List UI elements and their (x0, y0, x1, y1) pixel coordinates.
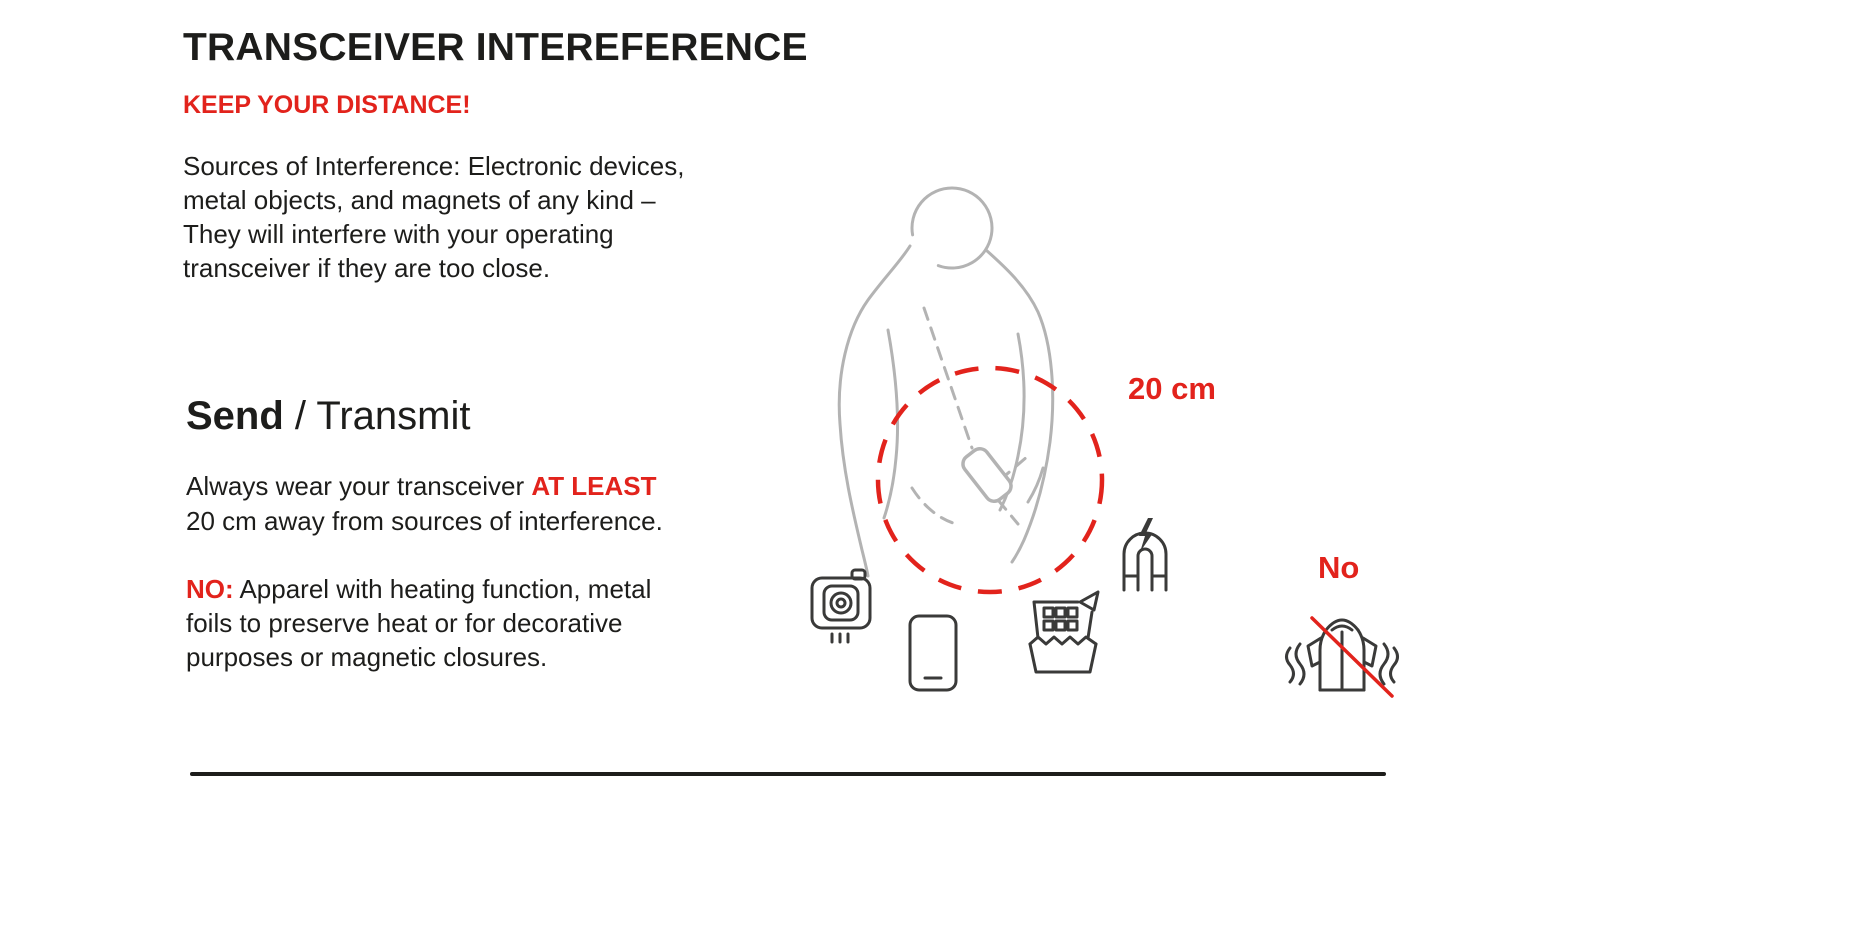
lightning-bolt-icon (1139, 518, 1153, 552)
page-title: TRANSCEIVER INTEREFERENCE (183, 26, 808, 69)
head-outline (910, 186, 994, 270)
action-camera-icon (810, 568, 872, 644)
left-inner-arm (882, 328, 900, 520)
section-heading-light: / Transmit (283, 394, 471, 438)
shake-lines-right (1378, 642, 1390, 686)
instruction-text-post: 20 cm away from sources of interference. (186, 506, 663, 536)
intro-paragraph: Sources of Interference: Electronic devi… (183, 151, 685, 283)
no-warning-paragraph: NO: Apparel with heating function, metal… (186, 572, 651, 674)
no-warning-text: Apparel with heating function, metal foi… (186, 574, 652, 672)
harness-strap (922, 306, 974, 450)
distance-instruction: Always wear your transceiver AT LEAST 20… (186, 469, 663, 539)
right-contour (984, 248, 1055, 564)
no-label: No (1318, 550, 1360, 585)
torso-figure (837, 186, 1055, 578)
instruction-text-pre: Always wear your transceiver (186, 471, 532, 501)
section-heading: Send / Transmit (186, 394, 471, 439)
transceiver-device (961, 446, 1013, 504)
foil-snack-bar-icon (1028, 590, 1100, 674)
harness-strap-lower (996, 498, 1020, 526)
safe-distance-circle (875, 365, 1105, 595)
left-contour (837, 244, 912, 578)
shake-lines-left (1294, 642, 1306, 686)
smartphone-icon (908, 614, 958, 692)
section-heading-bold: Send (186, 394, 284, 438)
warning-subtitle: KEEP YOUR DISTANCE! (183, 91, 471, 119)
instruction-emphasis: AT LEAST (531, 471, 657, 501)
hip-line (1026, 466, 1045, 504)
waist-line (910, 486, 958, 526)
no-warning-label: NO: (186, 574, 234, 604)
interference-illustration (810, 186, 1399, 698)
bottom-divider (190, 772, 1386, 776)
heated-jacket-prohibited-icon (1285, 616, 1399, 698)
magnet-icon (1122, 518, 1168, 592)
distance-label: 20 cm (1128, 371, 1216, 406)
prohibition-slash (1310, 616, 1394, 698)
